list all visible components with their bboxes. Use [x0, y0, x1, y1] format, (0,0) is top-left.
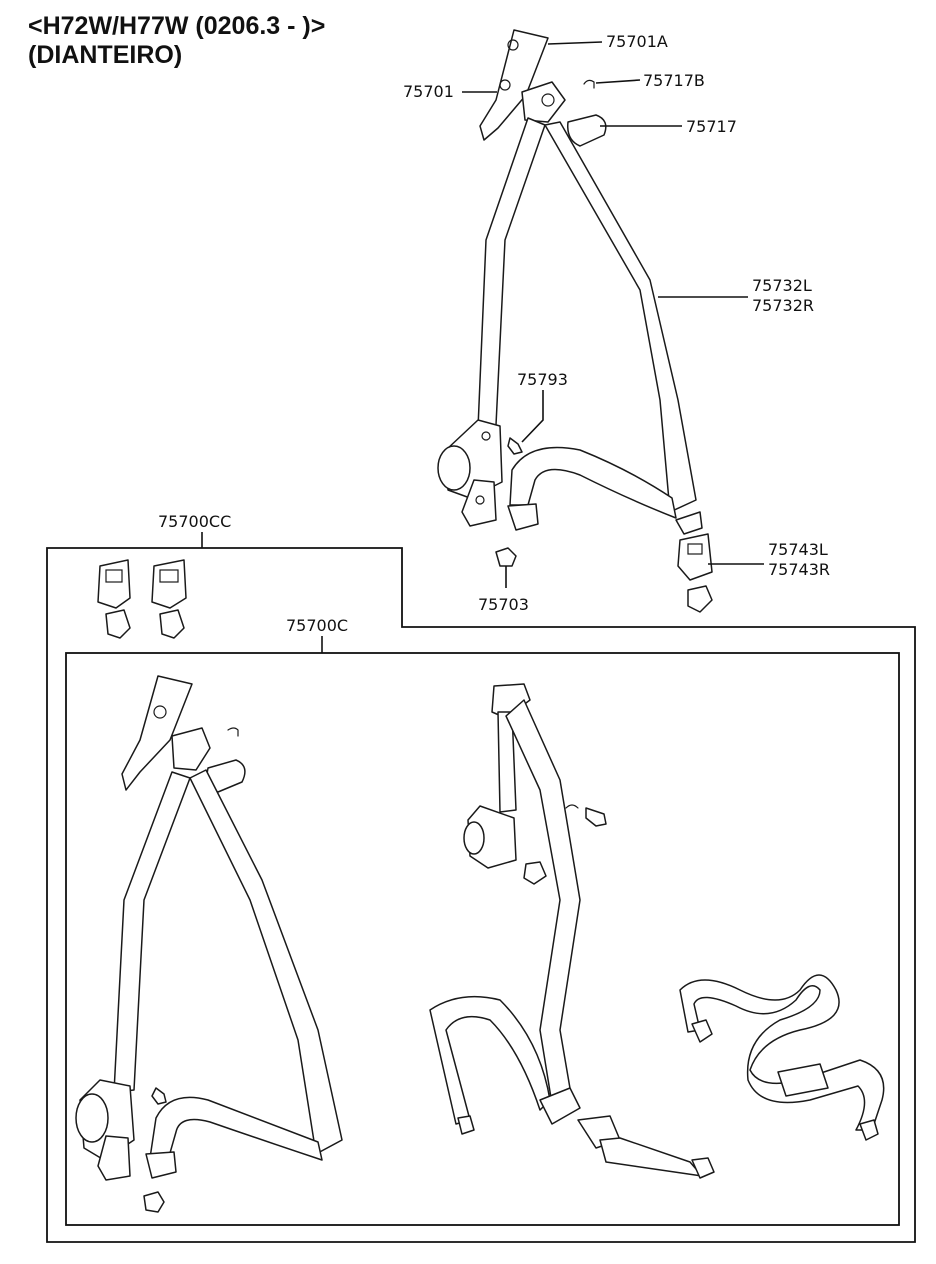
kit-right-lap-belt	[679, 974, 885, 1141]
label-75732L: 75732L	[752, 276, 812, 295]
seat-buckle-pair	[97, 559, 187, 639]
height-adjuster-bracket	[479, 29, 549, 141]
title-line-2: (DIANTEIRO)	[28, 41, 183, 69]
lower-anchor-buckle	[675, 511, 713, 613]
lap-anchor-plate	[507, 503, 539, 531]
lap-belt-loop	[509, 446, 677, 519]
diagram-title: <H72W/H77W (0206.3 - )> (DIANTEIRO)	[28, 12, 325, 70]
label-75703: 75703	[478, 595, 529, 614]
label-75717B: 75717B	[643, 71, 705, 90]
label-75793: 75793	[517, 370, 568, 389]
label-75717: 75717	[686, 117, 737, 136]
leader-lines	[201, 41, 764, 653]
anchor-cover	[567, 114, 607, 147]
d-ring-anchor	[521, 81, 566, 123]
label-75743L: 75743L	[768, 540, 828, 559]
retractor-bolt	[495, 547, 517, 567]
label-75743R: 75743R	[768, 560, 830, 579]
bracket-bolt-lower	[499, 79, 511, 91]
kit-left-belt-assembly	[75, 675, 343, 1213]
title-line-1: <H72W/H77W (0206.3 - )>	[28, 12, 326, 40]
bracket-bolt	[507, 39, 519, 51]
belt-webbing-right	[544, 121, 697, 513]
top-seat-belt-assembly	[437, 29, 713, 613]
label-75701: 75701	[403, 82, 454, 101]
label-75700C: 75700C	[286, 616, 348, 635]
label-75700CC: 75700CC	[158, 512, 231, 531]
kit-middle-belt-assembly	[429, 683, 715, 1179]
outer-kit-box	[46, 547, 916, 1243]
cover-clip	[583, 79, 595, 89]
label-75732R: 75732R	[752, 296, 814, 315]
guide-screw	[507, 437, 523, 455]
retractor	[437, 419, 503, 527]
inner-kit-box	[65, 652, 900, 1226]
label-75701A: 75701A	[606, 32, 668, 51]
